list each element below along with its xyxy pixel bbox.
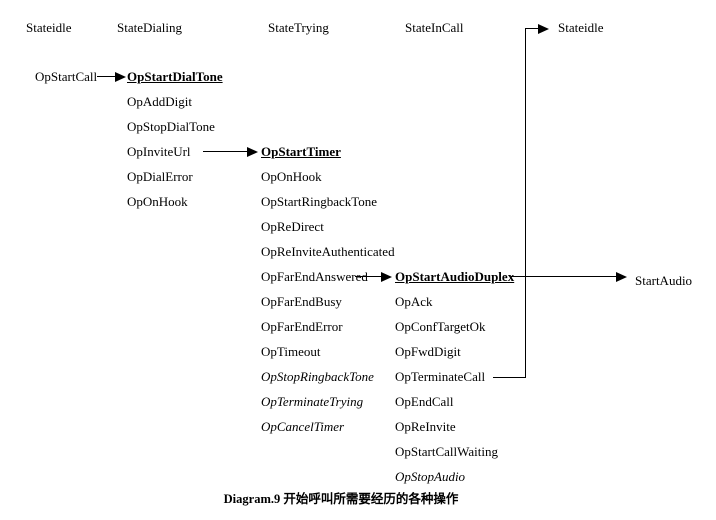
connector-terminatecall-vertical	[525, 28, 526, 378]
op-reinvite-authenticated: OpReInviteAuthenticated	[261, 244, 395, 259]
arrowhead-startcall-to-dialtone-icon	[115, 72, 126, 82]
arrowhead-farendanswered-to-audioduplex-icon	[381, 272, 392, 282]
op-start-ringback-tone: OpStartRingbackTone	[261, 194, 378, 209]
header-statedialing: StateDialing	[117, 20, 182, 35]
op-ack: OpAck	[395, 294, 433, 309]
op-cancel-timer: OpCancelTimer	[261, 419, 345, 434]
arrow-line-startcall-to-dialtone	[97, 76, 115, 77]
arrowhead-audioduplex-to-startaudio-icon	[616, 272, 627, 282]
op-stop-ringback-tone: OpStopRingbackTone	[261, 369, 374, 384]
header-stateidle-right: Stateidle	[558, 20, 604, 35]
op-end-call: OpEndCall	[395, 394, 454, 409]
op-dial-error: OpDialError	[127, 169, 193, 184]
op-invite-url: OpInviteUrl	[127, 144, 191, 159]
header-stateidle-left: Stateidle	[26, 20, 72, 35]
op-reinvite: OpReInvite	[395, 419, 456, 434]
arrow-line-inviteurl-to-starttimer	[203, 151, 247, 152]
op-start-timer: OpStartTimer	[261, 144, 341, 159]
op-conf-target-ok: OpConfTargetOk	[395, 319, 486, 334]
arrow-line-farendanswered-to-audioduplex	[355, 276, 381, 277]
op-start-dial-tone: OpStartDialTone	[127, 69, 223, 84]
connector-terminatecall-horizontal	[493, 377, 526, 378]
op-far-end-busy: OpFarEndBusy	[261, 294, 342, 309]
op-start-audio-duplex: OpStartAudioDuplex	[395, 269, 515, 284]
op-far-end-error: OpFarEndError	[261, 319, 343, 334]
op-far-end-answered: OpFarEndAnswered	[261, 269, 368, 284]
label-start-audio: StartAudio	[635, 273, 693, 288]
op-on-hook-trying: OpOnHook	[261, 169, 322, 184]
op-terminate-trying: OpTerminateTrying	[261, 394, 364, 409]
arrow-line-terminatecall-to-stateidle	[525, 28, 538, 29]
op-on-hook-dialing: OpOnHook	[127, 194, 188, 209]
op-terminate-call: OpTerminateCall	[395, 369, 486, 384]
op-redirect: OpReDirect	[261, 219, 324, 234]
arrowhead-terminatecall-to-stateidle-icon	[538, 24, 549, 34]
op-start-call: OpStartCall	[35, 69, 98, 84]
diagram-caption: Diagram.9 开始呼叫所需要经历的各种操作	[223, 492, 459, 506]
op-start-call-waiting: OpStartCallWaiting	[395, 444, 498, 459]
arrowhead-inviteurl-to-starttimer-icon	[247, 147, 258, 157]
op-timeout: OpTimeout	[261, 344, 321, 359]
header-statetrying: StateTrying	[268, 20, 329, 35]
op-add-digit: OpAddDigit	[127, 94, 192, 109]
header-stateincall: StateInCall	[405, 20, 464, 35]
op-stop-dial-tone: OpStopDialTone	[127, 119, 215, 134]
op-fwd-digit: OpFwdDigit	[395, 344, 461, 359]
arrow-line-audioduplex-to-startaudio	[511, 276, 616, 277]
op-stop-audio: OpStopAudio	[395, 469, 466, 484]
